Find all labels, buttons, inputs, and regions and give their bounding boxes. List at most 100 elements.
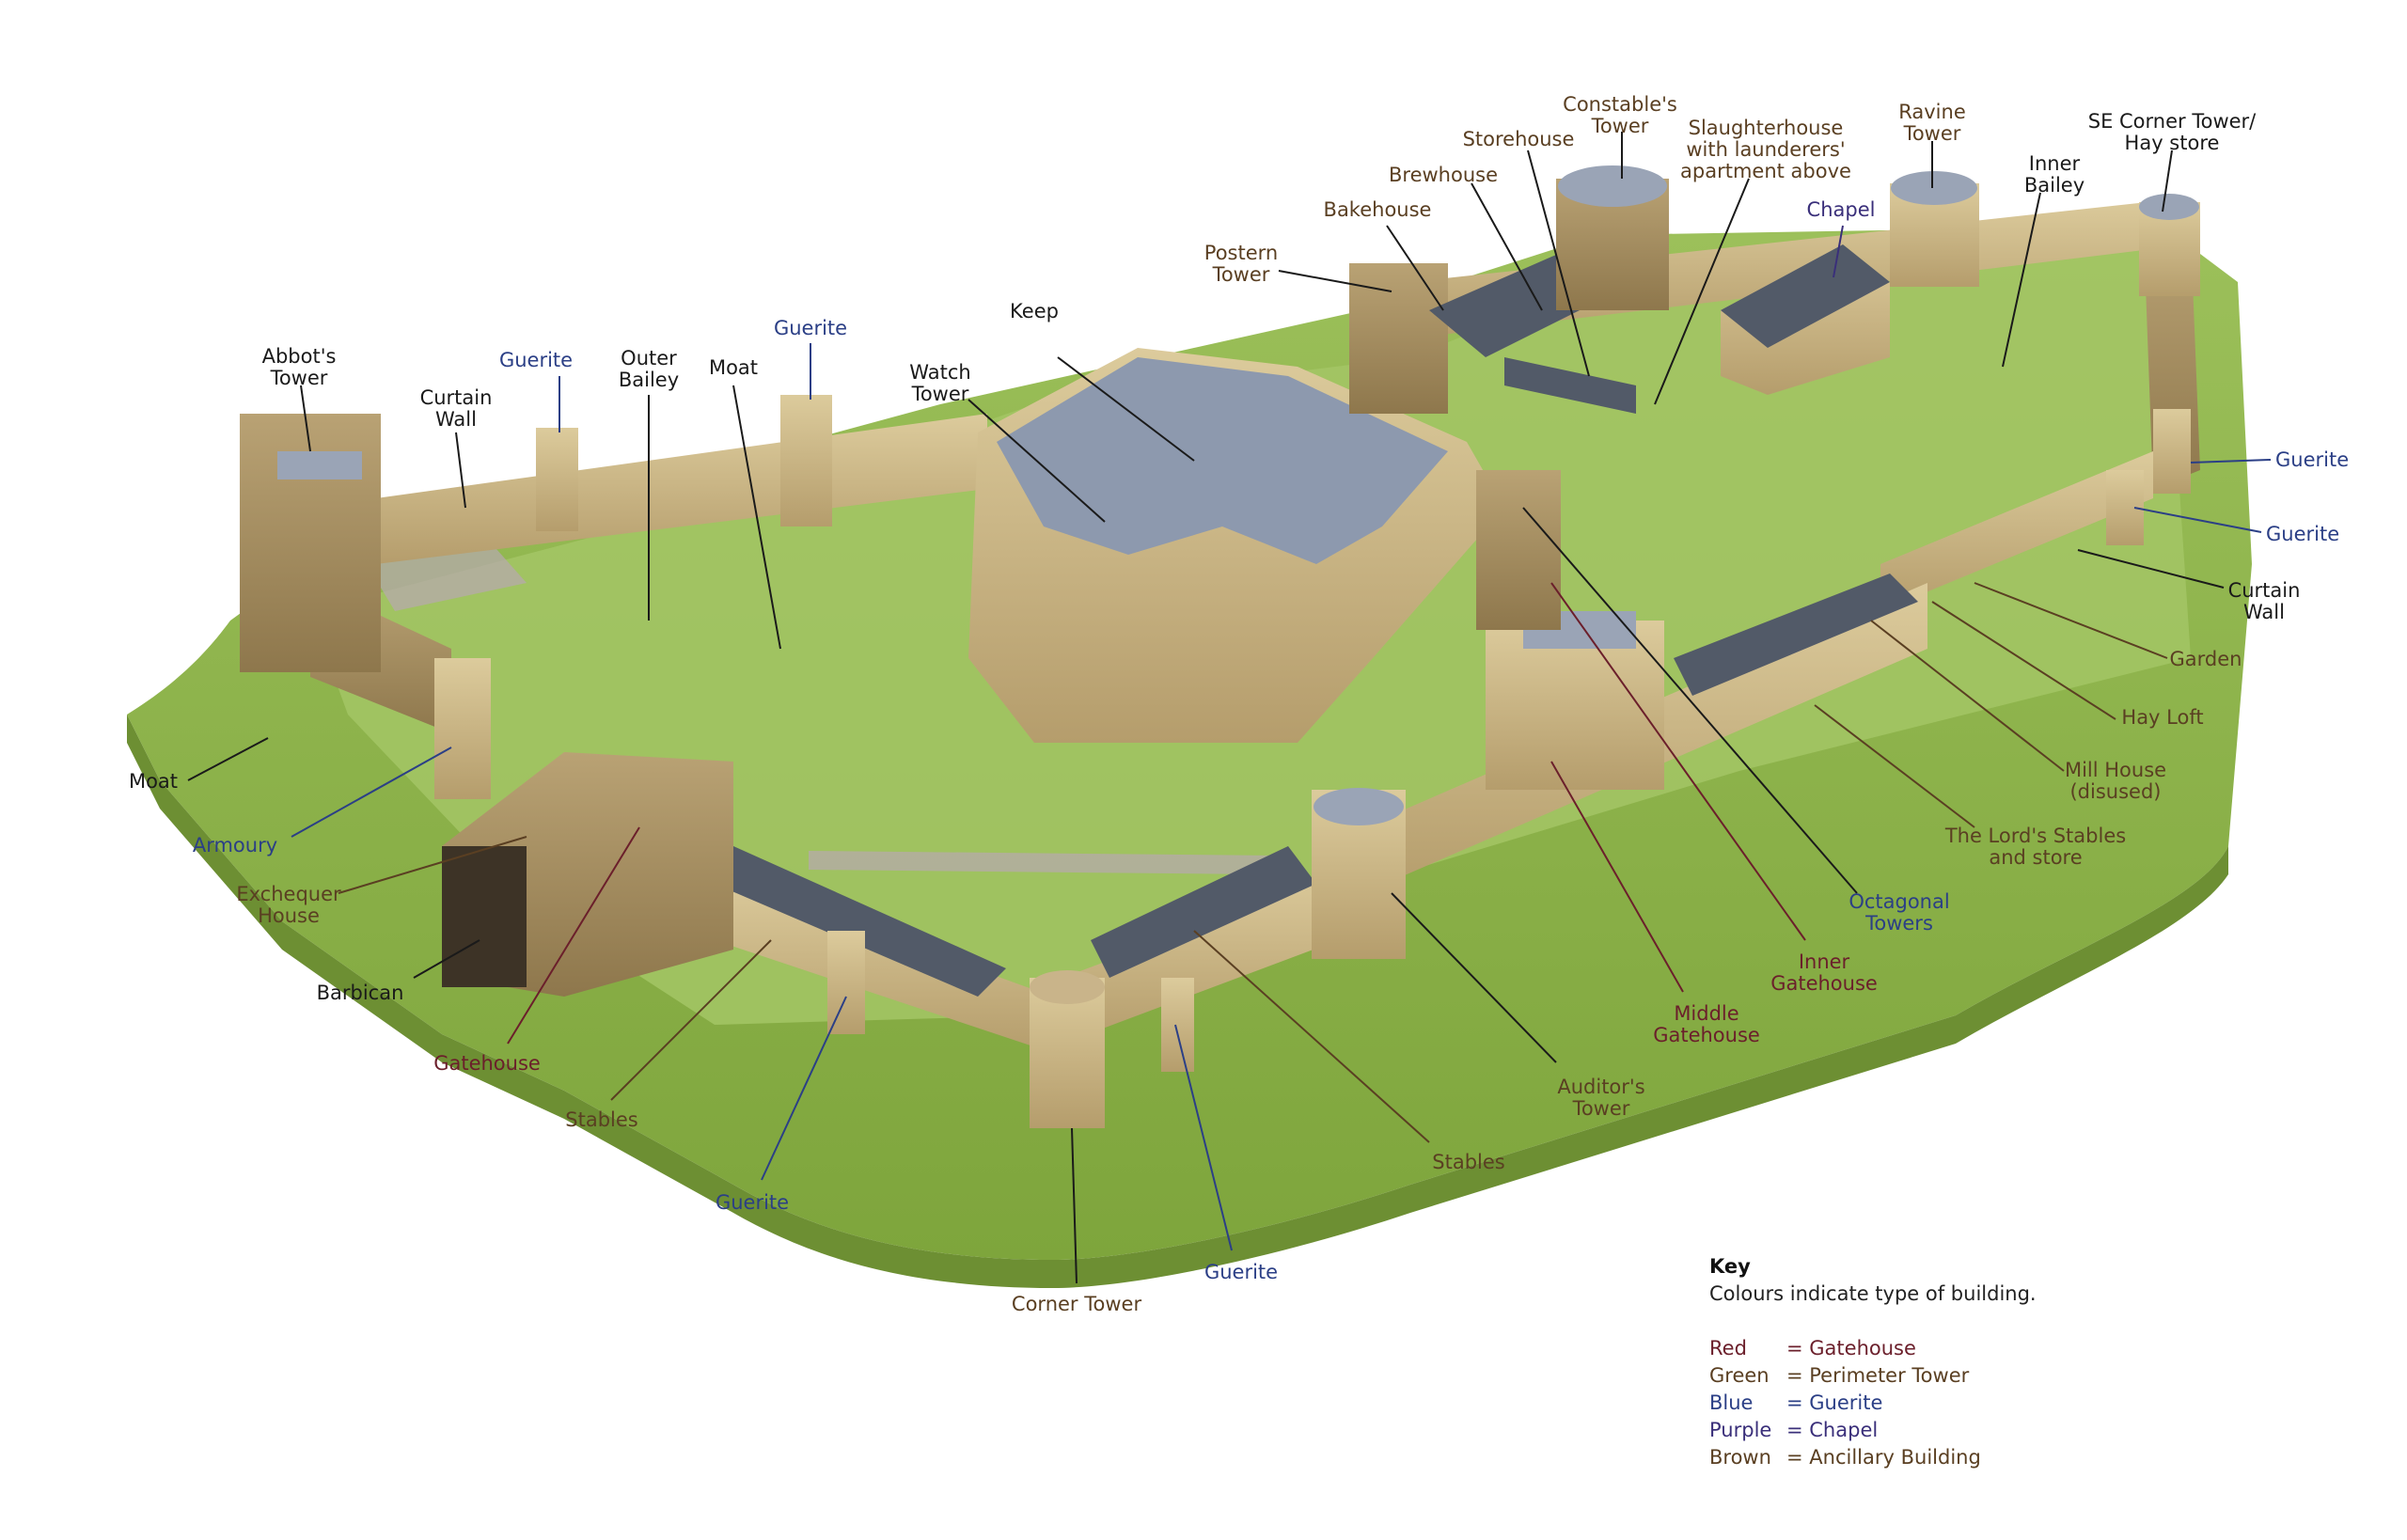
moat-ground-edge xyxy=(127,715,2228,1288)
label-line: Inner xyxy=(2028,152,2081,175)
key-meaning: = Chapel xyxy=(1786,1419,1879,1441)
label-bakehouse: Bakehouse xyxy=(1324,199,1432,221)
label-barbican: Barbican xyxy=(317,982,404,1004)
label-line: Tower xyxy=(911,383,969,405)
label-line: Abbot's xyxy=(261,345,337,368)
leader-postern-tower xyxy=(1278,270,1392,292)
label-line: Keep xyxy=(1010,300,1059,322)
leader-se-corner-tower xyxy=(2162,149,2173,212)
barbican-shape xyxy=(442,846,527,987)
leader-guerite-e1 xyxy=(2190,459,2272,464)
label-line: Guerite xyxy=(2266,523,2340,545)
label-line: Stables xyxy=(565,1108,638,1131)
label-keep: Keep xyxy=(1010,301,1059,322)
label-line: Tower xyxy=(1572,1097,1630,1120)
leader-barbican xyxy=(413,939,480,979)
guerite-n-shape xyxy=(780,395,832,526)
key-row: Purple = Chapel xyxy=(1709,1417,2037,1444)
label-line: Auditor's xyxy=(1557,1076,1645,1098)
label-line: Exchequer xyxy=(236,883,341,905)
label-line: Tower xyxy=(270,367,328,389)
label-line: apartment above xyxy=(1680,160,1851,182)
label-line: Moat xyxy=(128,770,179,793)
key-row: Brown= Ancillary Building xyxy=(1709,1444,2037,1471)
leader-corner-tower xyxy=(1071,1127,1078,1284)
label-line: Octagonal xyxy=(1849,890,1950,913)
leader-exchequer-house xyxy=(338,836,527,894)
leader-guerite-s2 xyxy=(1174,1024,1233,1251)
label-line: Gatehouse xyxy=(433,1052,541,1075)
leader-hay-loft xyxy=(1931,601,2116,720)
label-se-corner-tower: SE Corner Tower/Hay store xyxy=(2088,111,2257,154)
key-row: Green= Perimeter Tower xyxy=(1709,1362,2037,1390)
leader-keep xyxy=(1057,356,1195,462)
leader-garden xyxy=(1974,582,2168,659)
label-line: Towers xyxy=(1865,912,1933,935)
label-guerite-n: Guerite xyxy=(774,318,847,339)
path-south xyxy=(809,851,1279,874)
guerite-s1-shape xyxy=(827,931,865,1034)
leader-curtain-wall-east xyxy=(2077,549,2225,589)
auditors-tower-top xyxy=(1314,788,1404,825)
label-line: Guerite xyxy=(498,349,574,371)
label-line: (disused) xyxy=(2069,780,2162,803)
lords-stables-roof xyxy=(1674,574,1918,696)
key-row: Blue= Guerite xyxy=(1709,1390,2037,1417)
leader-curtain-wall-west xyxy=(455,432,466,509)
leader-guerite-e2 xyxy=(2133,507,2262,533)
label-line: Gatehouse xyxy=(1770,972,1878,995)
chapel-roof xyxy=(1721,244,1890,348)
guerite-e1-shape xyxy=(2153,409,2191,494)
leader-stables-east xyxy=(1193,930,1430,1143)
leader-armoury xyxy=(291,746,452,838)
leader-mill-house xyxy=(1870,620,2065,772)
label-line: Guerite xyxy=(1204,1261,1279,1283)
label-line: House xyxy=(258,904,320,927)
label-line: Barbican xyxy=(316,982,404,1004)
label-guerite-s1: Guerite xyxy=(716,1192,789,1214)
label-line: Inner xyxy=(1798,951,1850,973)
label-line: Tower xyxy=(1591,115,1649,137)
label-moat-inner: Moat xyxy=(709,357,758,379)
keep-roof xyxy=(997,357,1448,564)
label-line: Wall xyxy=(435,408,477,431)
storehouse-roof xyxy=(1504,357,1636,414)
key-colour-name: Purple xyxy=(1709,1419,1772,1441)
label-line: Bailey xyxy=(618,369,680,391)
leader-brewhouse xyxy=(1471,182,1543,311)
key-row: Red= Gatehouse xyxy=(1709,1335,2037,1362)
label-guerite-s2: Guerite xyxy=(1204,1262,1278,1283)
label-garden: Garden xyxy=(2170,649,2242,670)
octagonal-tower-shape xyxy=(1476,470,1561,630)
leader-bakehouse xyxy=(1386,225,1444,311)
label-line: Postern xyxy=(1204,242,1279,264)
label-storehouse: Storehouse xyxy=(1463,129,1575,150)
leader-middle-gatehouse xyxy=(1550,761,1684,993)
label-line: Ravine xyxy=(1898,101,1966,123)
key-colour-name: Red xyxy=(1709,1337,1747,1359)
label-line: Stables xyxy=(1432,1151,1505,1173)
label-line: Brewhouse xyxy=(1388,164,1499,186)
leader-octagonal-towers xyxy=(1522,507,1858,894)
label-line: Guerite xyxy=(773,317,848,339)
label-line: Garden xyxy=(2169,648,2242,670)
label-line: The Lord's Stables xyxy=(1944,825,2127,847)
label-chapel: Chapel xyxy=(1807,199,1876,221)
label-moat-outer: Moat xyxy=(129,771,178,793)
label-line: Curtain xyxy=(419,386,493,409)
label-mill-house: Mill House(disused) xyxy=(2065,760,2166,803)
label-gatehouse: Gatehouse xyxy=(433,1053,541,1075)
key-legend: Key Colours indicate type of building. R… xyxy=(1709,1253,2037,1471)
leader-lines xyxy=(187,132,2272,1284)
